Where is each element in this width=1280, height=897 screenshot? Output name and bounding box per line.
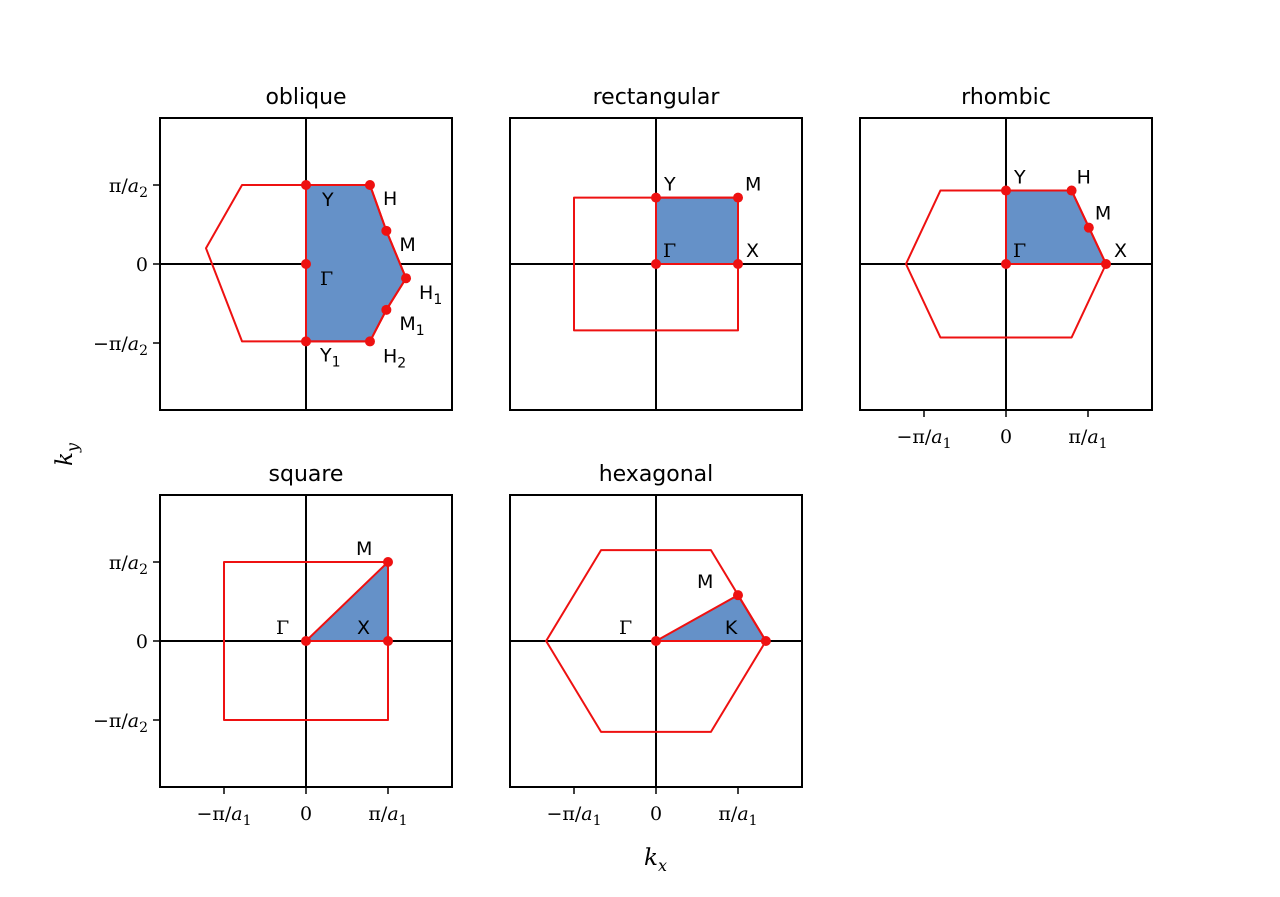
symmetry-point-marker	[651, 636, 661, 646]
panel-title: hexagonal	[599, 462, 714, 487]
x-tick-label: −π/a1	[896, 426, 951, 452]
symmetry-point-marker	[383, 557, 393, 567]
symmetry-point-label: Y	[663, 174, 676, 196]
panel-title: oblique	[265, 85, 346, 110]
symmetry-point-label: K	[725, 617, 738, 639]
symmetry-point-marker	[301, 259, 311, 269]
y-tick-label: π/a2	[109, 552, 148, 578]
x-tick-label: −π/a1	[196, 803, 251, 829]
symmetry-point-label: H	[383, 188, 397, 210]
symmetry-point-marker	[1066, 185, 1077, 196]
symmetry-point-marker	[733, 590, 743, 601]
symmetry-point-marker	[301, 336, 311, 347]
brillouin-zone-outline	[223, 561, 389, 721]
symmetry-point-label: X	[357, 617, 370, 639]
symmetry-point-label: Γ	[663, 240, 676, 262]
symmetry-point-label: Y1	[319, 344, 341, 370]
symmetry-point-label: M	[697, 571, 713, 593]
symmetry-point-label: Γ	[276, 617, 289, 639]
symmetry-point-marker	[401, 273, 412, 284]
symmetry-point-marker	[381, 225, 392, 236]
y-tick-label: 0	[136, 631, 148, 653]
brillouin-zone-outline	[545, 549, 767, 733]
symmetry-point-marker	[733, 259, 743, 269]
symmetry-point-label: M	[1095, 203, 1111, 225]
symmetry-point-marker	[381, 304, 392, 315]
symmetry-point-label: Y	[1013, 167, 1026, 189]
panel-title: rectangular	[593, 85, 721, 110]
symmetry-point-label: M1	[399, 313, 424, 339]
panel-title: rhombic	[961, 85, 1051, 110]
symmetry-point-label: Γ	[1013, 240, 1026, 262]
x-axis-label: kx	[644, 845, 667, 875]
y-axis-label: ky	[52, 442, 82, 466]
symmetry-point-label: H	[1077, 167, 1091, 189]
x-tick-label: π/a1	[368, 803, 407, 829]
symmetry-point-label: Y	[321, 189, 334, 211]
symmetry-point-marker	[1001, 259, 1011, 269]
symmetry-point-label: X	[746, 240, 759, 262]
symmetry-point-label: Γ	[320, 268, 333, 290]
symmetry-point-label: X	[1114, 240, 1127, 262]
symmetry-point-marker	[364, 180, 375, 190]
x-tick-label: π/a1	[718, 803, 757, 829]
irreducible-zone	[305, 561, 389, 642]
symmetry-point-marker	[1101, 259, 1112, 269]
symmetry-point-marker	[364, 336, 375, 347]
symmetry-point-label: Γ	[619, 617, 632, 639]
y-tick-label: −π/a2	[93, 333, 148, 359]
axes-frame	[509, 117, 803, 411]
symmetry-point-marker	[733, 192, 743, 203]
symmetry-point-label: M	[399, 234, 415, 256]
y-tick-label: 0	[136, 254, 148, 276]
irreducible-zone	[655, 594, 767, 642]
panel-title: square	[269, 462, 344, 487]
x-tick-label: π/a1	[1068, 426, 1107, 452]
brillouin-zone-outline	[573, 196, 739, 332]
x-tick-label: 0	[300, 803, 312, 825]
x-tick-label: 0	[650, 803, 662, 825]
y-tick-label: −π/a2	[93, 710, 148, 736]
y-tick-label: π/a2	[109, 175, 148, 201]
symmetry-point-label: H1	[419, 282, 442, 308]
x-tick-label: 0	[1000, 426, 1012, 448]
symmetry-point-marker	[1001, 185, 1011, 196]
symmetry-point-label: M	[745, 174, 761, 196]
symmetry-point-marker	[651, 192, 661, 203]
symmetry-point-marker	[651, 259, 661, 269]
symmetry-point-marker	[301, 180, 311, 190]
symmetry-point-marker	[383, 636, 393, 646]
symmetry-point-marker	[760, 636, 771, 646]
symmetry-point-marker	[1083, 222, 1094, 233]
symmetry-point-marker	[301, 636, 311, 646]
symmetry-point-label: H2	[383, 345, 406, 371]
x-tick-label: −π/a1	[546, 803, 601, 829]
symmetry-point-label: M	[356, 538, 372, 560]
